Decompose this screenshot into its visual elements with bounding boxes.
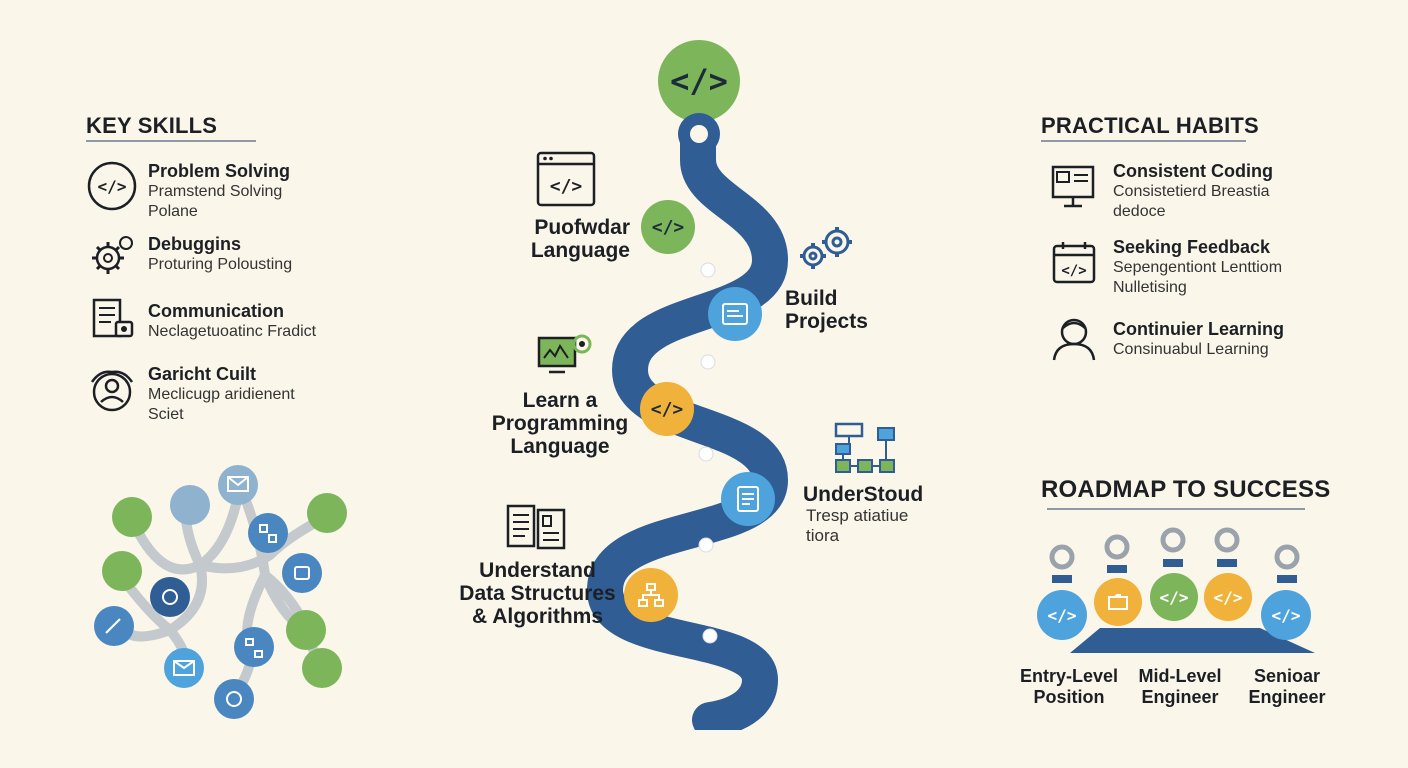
career-pins (1049, 527, 1300, 570)
browser-code-icon: </> (536, 151, 596, 207)
career-pin-bases (1052, 559, 1297, 583)
document-chat-icon (92, 298, 134, 338)
habit-desc: Sepengentiont Lenttiom (1113, 259, 1283, 276)
skill-problem-solving: Problem Solving Pramstend Solving Polane (148, 160, 290, 222)
career-ladder-graphic (1049, 527, 1315, 653)
code-icon: </> (1159, 587, 1189, 607)
svg-text:</>: </> (550, 176, 583, 197)
habit-desc: Consistetierd Breastia (1113, 183, 1270, 200)
step-node (708, 287, 762, 341)
habit-title: Seeking Feedback (1113, 237, 1271, 257)
habit-title: Consistent Coding (1113, 161, 1273, 181)
practical-habits-title: PRACTICAL HABITS (1041, 113, 1259, 138)
gears-icon (800, 227, 852, 269)
code-icon: </> (1271, 605, 1301, 625)
path-ring (678, 113, 720, 155)
skills-network-graphic (94, 465, 347, 719)
skill-desc: Polane (148, 203, 198, 220)
code-icon: </> (1213, 587, 1243, 607)
roadmap-divider (1047, 508, 1305, 510)
step-label: Learn a Programming Language (491, 389, 629, 458)
calendar-code-icon: </> (1052, 242, 1096, 284)
step-node (721, 472, 775, 526)
documents-icon (506, 504, 566, 550)
document-icon (737, 486, 759, 512)
step-label: UnderStoud (803, 483, 924, 506)
roadmap-title: ROADMAP TO SUCCESS (1041, 476, 1331, 503)
skill-title: Debuggins (148, 234, 241, 254)
path-road (586, 120, 789, 730)
skill-desc: Meclicugp aridienent (148, 386, 295, 403)
monitor-gear-icon (537, 334, 592, 374)
career-platform (1070, 628, 1315, 653)
habit-seeking-feedback: Seeking Feedback Sepengentiont Lenttiom … (1113, 236, 1282, 298)
habit-continuous-learning: Continuier Learning Consinuabul Learning (1113, 318, 1284, 360)
career-node-3: </> (1150, 573, 1198, 621)
step-node: </> (641, 200, 695, 254)
gear-bug-icon (92, 236, 133, 274)
step-label: Build Projects (785, 287, 868, 333)
habit-desc: dedoce (1113, 203, 1166, 220)
step-node (624, 568, 678, 622)
key-skills-divider (86, 140, 256, 142)
skill-desc: Neclagetuoatinc Fradict (148, 323, 317, 340)
role-senior: Senioar Engineer (1248, 666, 1326, 707)
skill-title: Garicht Cuilt (148, 364, 257, 384)
flowchart-icon (834, 422, 895, 473)
code-icon: </> (650, 398, 684, 420)
career-node-2 (1094, 578, 1142, 626)
skill-title: Problem Solving (148, 161, 291, 181)
code-icon: </> (670, 62, 728, 100)
step-desc: tiora (806, 526, 840, 545)
skill-communication: Communication Neclagetuoatinc Fradict (148, 300, 316, 342)
step-desc: Tresp atiatiue (806, 506, 909, 525)
skill-desc: Pramstend Solving (148, 183, 283, 200)
career-node-1: </> (1037, 590, 1087, 640)
code-circle-icon: </> (87, 161, 137, 211)
hierarchy-icon (638, 583, 664, 607)
skill-desc: Sciet (148, 406, 184, 423)
step-label: Understand Data Structures & Algorithms (459, 559, 616, 628)
folder-icon (1108, 594, 1128, 610)
team-icon (90, 370, 134, 412)
learning-path (586, 120, 789, 730)
network-nodes (94, 465, 347, 719)
step-label: Puofwdar Language (530, 216, 630, 262)
career-node-4: </> (1204, 573, 1252, 621)
svg-text:</>: </> (1061, 263, 1086, 279)
skill-debugging: Debuggins Proturing Polousting (148, 233, 292, 275)
network-node-icons (105, 476, 310, 707)
code-icon: </> (1047, 605, 1077, 625)
practical-habits-divider (1041, 140, 1246, 142)
skill-desc: Proturing Polousting (148, 256, 293, 273)
path-milestones (698, 262, 718, 644)
person-icon (1052, 318, 1096, 361)
window-icon (722, 303, 748, 325)
habit-desc: Nulletising (1113, 279, 1187, 296)
step-node: </> (640, 382, 694, 436)
habit-title: Continuier Learning (1113, 319, 1284, 339)
svg-text:</>: </> (98, 177, 127, 196)
step-understand: UnderStoud Tresp atiatiue tiora (803, 483, 923, 546)
career-node-5: </> (1261, 590, 1311, 640)
monitor-icon (1051, 165, 1095, 208)
skill-title: Communication (148, 301, 285, 321)
role-mid-level: Mid-Level Engineer (1138, 666, 1222, 707)
code-icon: </> (651, 216, 685, 238)
habit-desc: Consinuabul Learning (1113, 341, 1269, 358)
skill-team: Garicht Cuilt Meclicugp aridienent Sciet (148, 363, 295, 425)
habit-consistent-coding: Consistent Coding Consistetierd Breastia… (1113, 160, 1273, 222)
path-start-node: </> (658, 40, 740, 122)
role-entry-level: Entry-Level Position (1019, 666, 1119, 707)
key-skills-title: KEY SKILLS (86, 113, 218, 138)
